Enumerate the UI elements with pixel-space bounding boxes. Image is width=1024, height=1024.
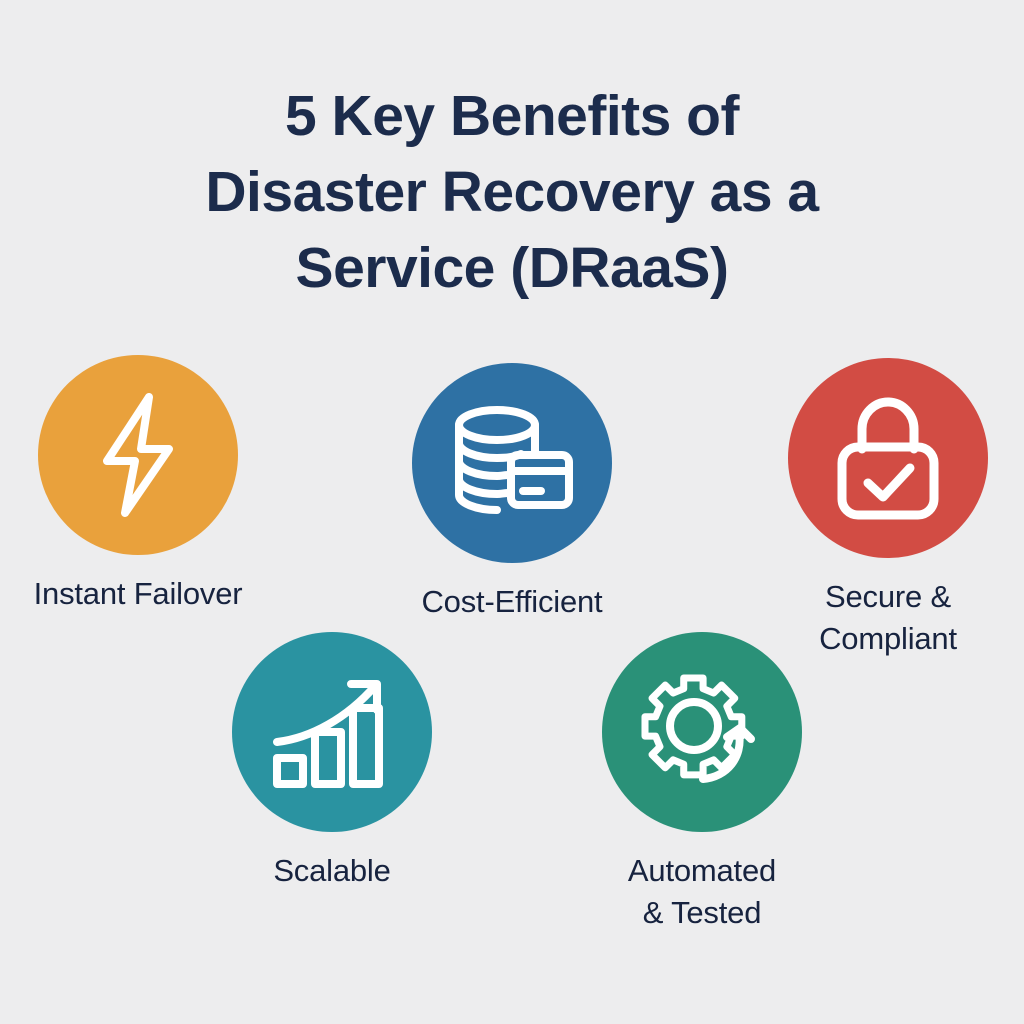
benefit-item-secure-compliant: Secure & Compliant — [764, 358, 1012, 660]
benefit-label-line: Instant Failover — [33, 576, 243, 611]
benefit-item-scalable: Scalable — [208, 632, 456, 892]
benefit-label-line: Secure & — [825, 579, 951, 614]
lightning-bolt-icon — [83, 391, 193, 519]
benefit-label-line: Automated — [627, 853, 777, 888]
benefit-label-line: & Tested — [642, 895, 762, 930]
title-line-3: Service (DRaaS) — [295, 236, 729, 300]
benefit-item-cost-efficient: Cost-Efficient — [388, 363, 636, 623]
growth-bar-chart-arrow-icon — [271, 674, 393, 790]
benefit-label: Automated & Tested — [578, 850, 826, 934]
title-line-1: 5 Key Benefits of — [285, 84, 739, 148]
coin-stack-credit-card-icon — [449, 403, 575, 523]
benefit-label-line: Scalable — [273, 853, 391, 888]
benefit-label: Scalable — [208, 850, 456, 892]
gear-refresh-arrow-icon — [639, 671, 765, 793]
benefit-item-automated-tested: Automated & Tested — [578, 632, 826, 934]
benefit-label: Instant Failover — [14, 573, 262, 615]
benefit-label-line: Cost-Efficient — [421, 584, 603, 619]
page-title: 5 Key Benefits of Disaster Recovery as a… — [0, 78, 1024, 306]
benefit-icon-circle — [602, 632, 802, 832]
benefit-icon-circle — [232, 632, 432, 832]
benefit-label: Secure & Compliant — [764, 576, 1012, 660]
benefit-label-line: Compliant — [819, 621, 957, 656]
benefit-label: Cost-Efficient — [388, 581, 636, 623]
benefit-icon-circle — [38, 355, 238, 555]
benefit-icon-circle — [788, 358, 988, 558]
benefit-icon-circle — [412, 363, 612, 563]
benefit-item-instant-failover: Instant Failover — [14, 355, 262, 615]
padlock-check-icon — [832, 395, 944, 521]
title-line-2: Disaster Recovery as a — [205, 160, 819, 224]
